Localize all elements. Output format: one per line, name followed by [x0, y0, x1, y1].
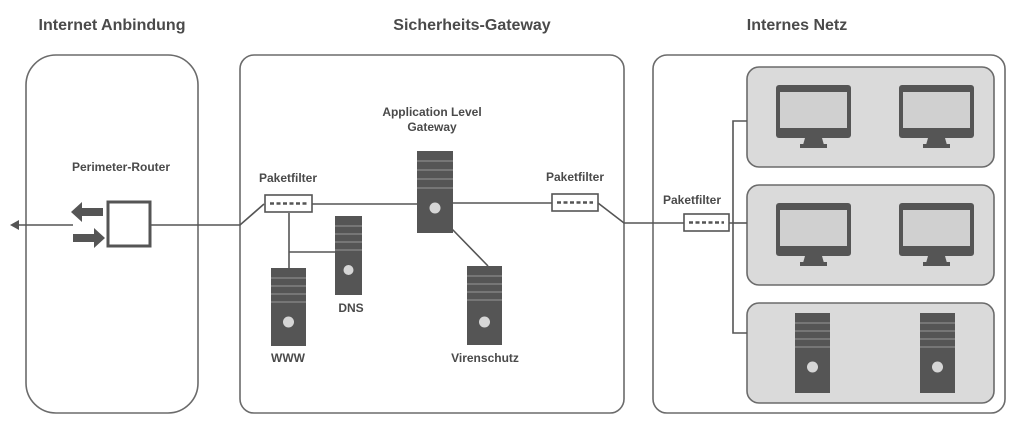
monitor-icon	[776, 85, 851, 148]
label-paketfilter-right: Paketfilter	[546, 170, 604, 184]
arrow-head-icon	[10, 220, 19, 230]
server-icon	[795, 313, 830, 393]
label-dns: DNS	[338, 301, 363, 315]
wire-to-group-3	[732, 223, 747, 334]
zone-gateway	[239, 54, 625, 414]
label-paketfilter-internal: Paketfilter	[663, 193, 721, 207]
label-paketfilter-left: Paketfilter	[259, 171, 317, 185]
heading-gateway: Sicherheits-Gateway	[393, 17, 551, 34]
label-perimeter-router: Perimeter-Router	[72, 160, 170, 174]
packet-filter-right	[551, 193, 599, 212]
server-icon	[417, 151, 453, 233]
label-alg-line1: Application Level	[382, 105, 481, 119]
label-www: WWW	[271, 351, 306, 365]
server-icon	[920, 313, 955, 393]
packet-filter-internal	[683, 213, 730, 232]
heading-internet: Internet Anbindung	[39, 17, 186, 34]
wire-alg-to-virenschutz	[451, 228, 489, 267]
label-virenschutz: Virenschutz	[451, 351, 519, 365]
monitor-icon	[899, 203, 974, 266]
heading-internal: Internes Netz	[747, 17, 847, 34]
server-icon	[467, 266, 502, 345]
monitor-icon	[899, 85, 974, 148]
group-servers	[746, 302, 995, 404]
wire-router-to-paketfilter	[150, 203, 265, 226]
wire-gateway-to-internal	[597, 202, 684, 224]
wire-to-group-1	[729, 120, 747, 224]
packet-filter-left	[264, 194, 313, 213]
label-alg-line2: Gateway	[407, 120, 457, 134]
router-icon	[71, 200, 152, 248]
monitor-icon	[776, 203, 851, 266]
connections	[10, 120, 747, 334]
server-icon	[335, 216, 362, 295]
server-icon	[271, 268, 306, 346]
